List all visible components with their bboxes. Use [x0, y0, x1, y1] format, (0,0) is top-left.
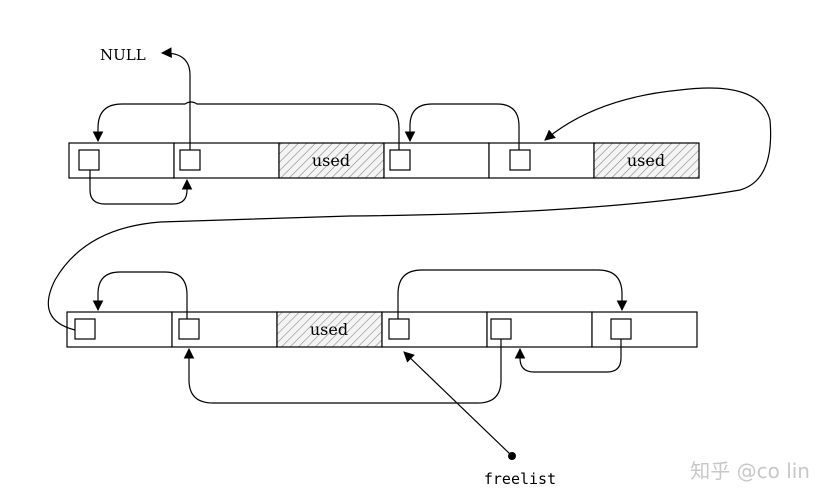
freelist-label: freelist: [484, 470, 556, 488]
arrow-p1-to-block2: [89, 170, 193, 205]
used-label: used: [627, 151, 665, 170]
freelist-origin-dot: [508, 452, 516, 460]
row1-pointer-1: [78, 149, 100, 171]
used-label: used: [312, 151, 350, 170]
null-label: NULL: [100, 46, 146, 64]
used-label: used: [310, 320, 348, 339]
freelist-arrow: [403, 351, 512, 456]
row1-pointer-2: [179, 149, 201, 171]
row2-pointer-6: [610, 318, 632, 340]
row1-block-3-used: [278, 142, 385, 179]
arrow-to-null: [160, 47, 191, 150]
arrow-r2p4-to-block6: [397, 269, 628, 319]
row-2-memory-blocks: [66, 311, 698, 348]
arrow-r2p5-to-block2: [183, 339, 502, 404]
row2-pointer-2: [178, 318, 200, 340]
row1-block-6-used: [593, 142, 700, 179]
arrow-p4-to-block1: [92, 101, 400, 150]
watermark: 知乎 @co lin: [690, 459, 810, 483]
arrow-wraparound-to-row1-block5: [47, 87, 772, 331]
arrow-p5-to-block4: [404, 103, 520, 150]
row2-pointer-4: [388, 318, 410, 340]
row2-block-6: [591, 311, 698, 348]
row-1-memory-blocks: [68, 142, 700, 179]
row2-pointer-5: [490, 318, 512, 340]
row1-block-5: [488, 142, 595, 179]
row2-block-3-used: [276, 311, 383, 348]
row2-block-2: [171, 311, 278, 348]
row1-pointer-4: [389, 149, 411, 171]
row-1-pointer-boxes: [78, 149, 531, 171]
row1-pointer-5: [509, 149, 531, 171]
arrow-r2p2-to-block1: [92, 271, 188, 319]
row2-pointer-1: [74, 318, 96, 340]
arrow-r2p6-to-block5: [514, 339, 622, 373]
